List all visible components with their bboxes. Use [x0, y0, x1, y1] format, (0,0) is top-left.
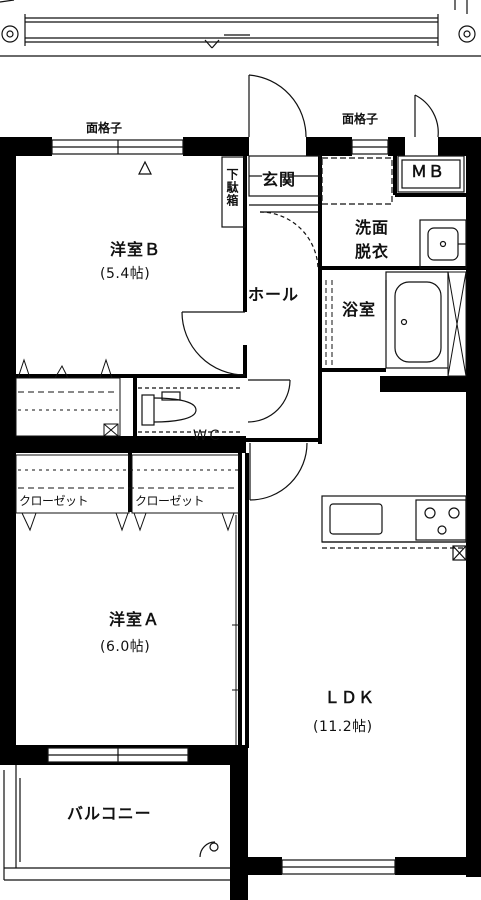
exterior-walls	[0, 137, 481, 900]
closet-pair	[15, 454, 240, 532]
window-western-b	[51, 139, 184, 155]
entrance-floor	[248, 155, 321, 206]
room-western-a-size: (6.0帖)	[100, 639, 151, 655]
door-western-b	[181, 311, 246, 376]
room-western-a-name: 洋室Ａ	[109, 610, 161, 629]
room-bath-name: 浴室	[342, 300, 377, 319]
sliding-partition	[232, 515, 240, 745]
balcony-area	[3, 765, 230, 881]
mb-door	[414, 94, 439, 138]
window-ldk	[281, 859, 396, 875]
room-balcony-name: バルコニー	[67, 804, 152, 823]
corridor-column-left	[1, 25, 19, 43]
room-mb-name: ＭＢ	[411, 162, 446, 181]
room-western-b-name: 洋室Ｂ	[110, 240, 162, 259]
closet-western-b	[15, 358, 121, 437]
bathtub	[385, 271, 449, 369]
bath-storage	[447, 271, 467, 377]
laundry-pan	[321, 157, 393, 205]
interior-walls	[16, 156, 466, 748]
lattice-window-label-right: 面格子	[342, 112, 379, 126]
toilet	[138, 387, 240, 433]
room-ldk-name: ＬＤＫ	[324, 688, 376, 707]
kitchen-counter	[321, 495, 467, 561]
bath-door	[325, 280, 333, 368]
door-ldk	[249, 442, 308, 501]
room-entrance-name: 玄関	[262, 170, 297, 189]
window-western-a	[47, 747, 189, 763]
window-washroom	[351, 139, 389, 155]
door-balcony	[199, 841, 219, 858]
room-western-b-size: (5.4帖)	[100, 266, 151, 282]
entrance-door	[248, 74, 307, 138]
room-hall-name: ホール	[248, 285, 300, 304]
room-washroom-line2: 脱衣	[355, 242, 390, 261]
room-wc-name: ＷＣ	[193, 428, 222, 444]
closet-right-label: クローゼット	[134, 494, 206, 508]
room-ldk-size: (11.2帖)	[313, 719, 373, 735]
shoe-box	[221, 156, 246, 228]
triangle-marker-icon	[138, 160, 152, 175]
door-wc	[247, 379, 291, 423]
door-washroom	[259, 211, 319, 271]
lattice-window-label-left: 面格子	[86, 121, 123, 135]
corridor-column-right	[454, 0, 476, 43]
room-washroom-line1: 洗面	[355, 218, 390, 237]
room-shoe-box-name: 下駄箱	[225, 168, 239, 207]
wash-basin	[419, 219, 467, 269]
corridor-strip	[0, 0, 481, 57]
closet-left-label: クローゼット	[18, 494, 90, 508]
